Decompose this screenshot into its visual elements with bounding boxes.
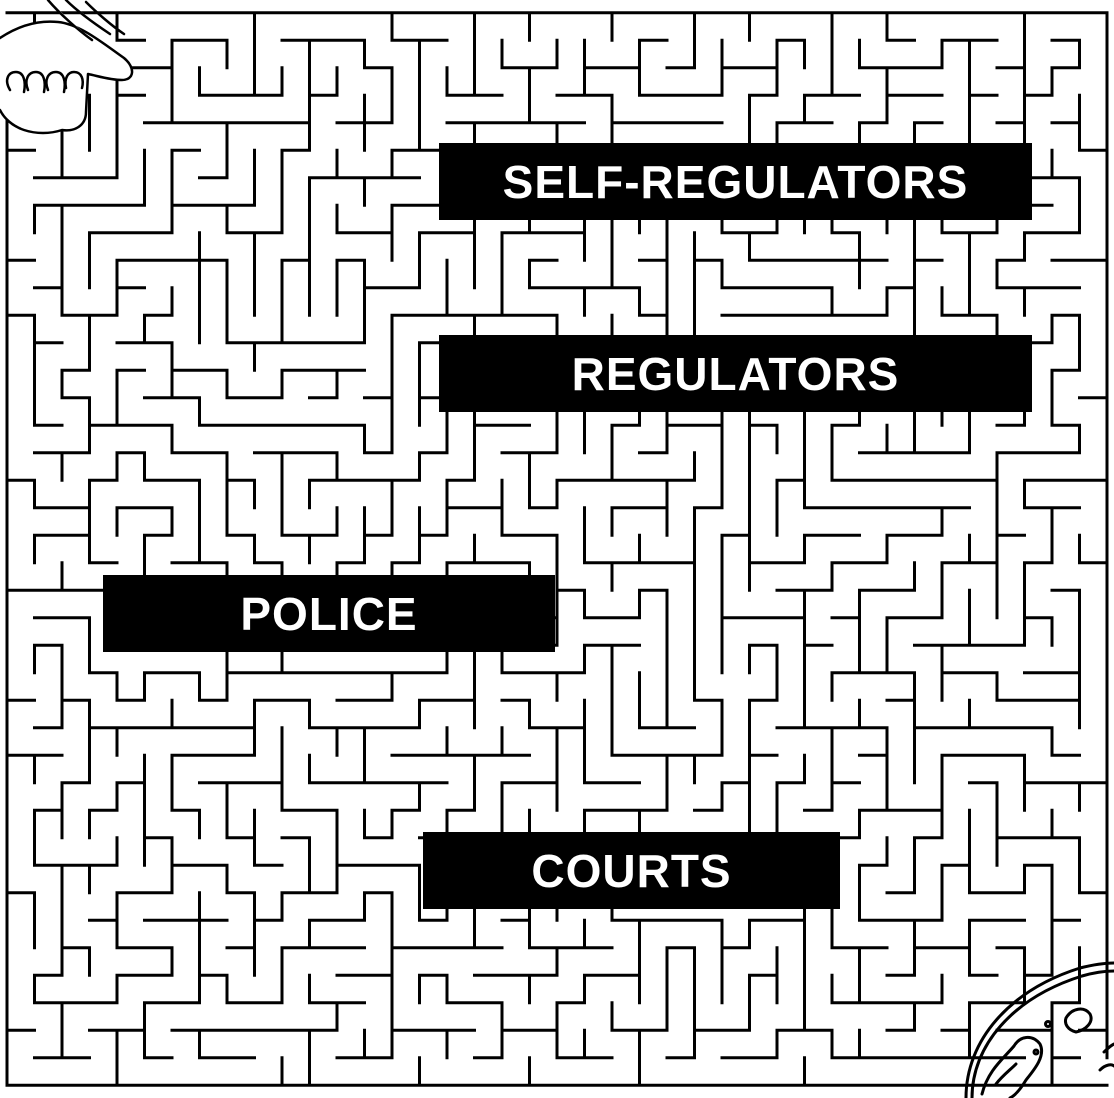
regulators-label: REGULATORS bbox=[439, 335, 1032, 412]
pointing-hand-icon bbox=[0, 0, 134, 135]
maze-wall-path bbox=[5, 11, 1109, 1087]
courts-label: COURTS bbox=[423, 832, 840, 909]
globe-icon bbox=[964, 961, 1114, 1098]
self-regulators-label: SELF-REGULATORS bbox=[439, 143, 1032, 220]
police-label: POLICE bbox=[103, 575, 555, 652]
maze-walls bbox=[5, 11, 1109, 1087]
